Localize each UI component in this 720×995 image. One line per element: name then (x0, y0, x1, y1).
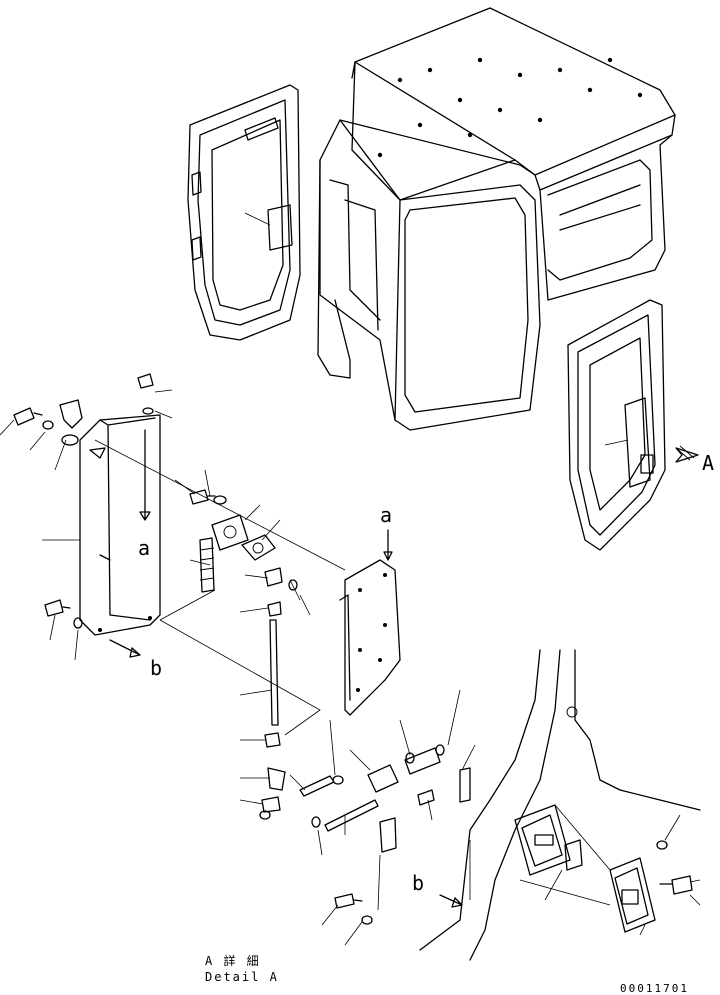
label-a-plate: a (380, 503, 392, 527)
left-door (187, 84, 301, 341)
caption-jp: A 詳 細 (205, 954, 261, 968)
cover-bracket: a b (42, 414, 162, 680)
label-b-left: b (150, 656, 162, 680)
knob-and-bolts (0, 373, 173, 471)
hinge-pins (289, 689, 476, 911)
drawing-number: 00011701 (620, 982, 689, 995)
cab-frame (317, 7, 676, 431)
view-label-a: A (702, 451, 714, 475)
bottom-bolts (44, 599, 373, 946)
latch-parts (94, 439, 346, 820)
label-a-left: a (138, 536, 150, 560)
lower-pillar: b (412, 649, 701, 961)
right-door: A (567, 299, 714, 551)
roof-bolts (377, 57, 643, 158)
mounting-plate: a (339, 503, 401, 716)
caption-en: Detail A (205, 970, 279, 984)
label-b-right: b (412, 871, 424, 895)
